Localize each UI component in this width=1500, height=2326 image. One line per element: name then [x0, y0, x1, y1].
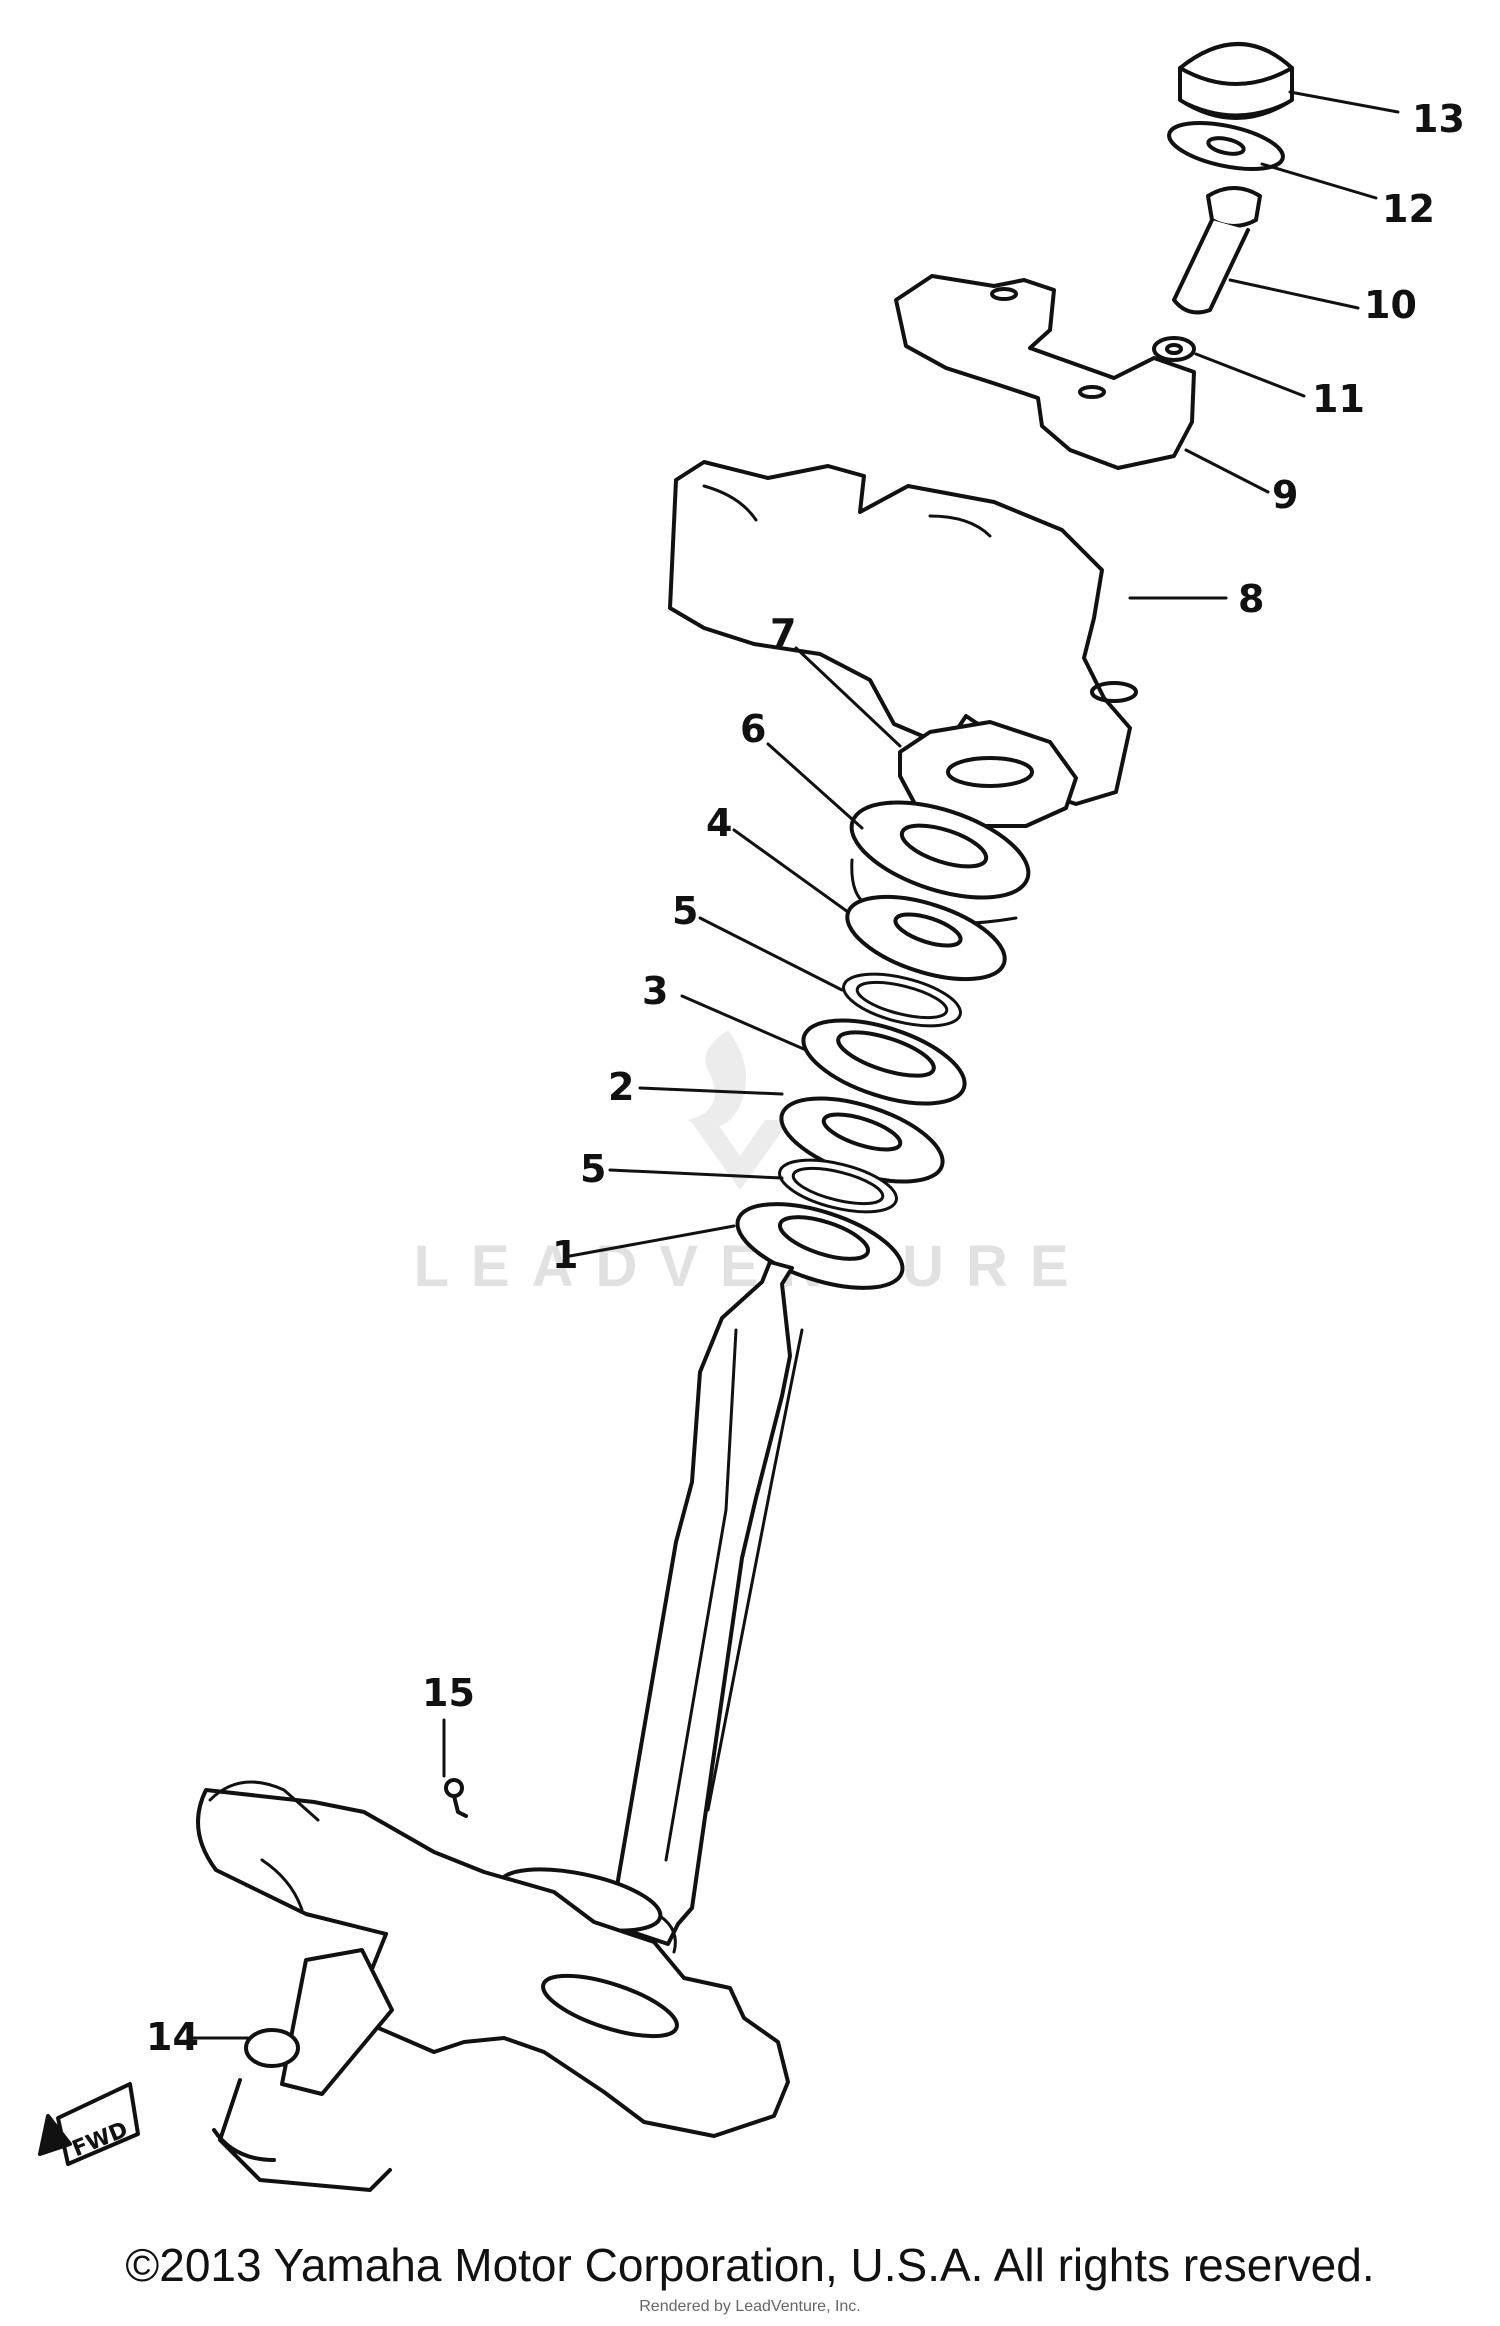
- part-1-seal: [735, 1202, 905, 1290]
- callout-5-upper: 5: [672, 889, 698, 933]
- part-15-grease-fitting: [444, 1778, 468, 1818]
- callout-1: 1: [552, 1233, 578, 1277]
- part-14-steering-lock: [212, 1948, 394, 2192]
- under-bracket: [196, 1780, 790, 2138]
- copyright-notice: ©2013 Yamaha Motor Corporation, U.S.A. A…: [125, 2239, 1375, 2291]
- callout-6: 6: [740, 707, 766, 751]
- callout-10: 10: [1364, 283, 1417, 327]
- callout-3: 3: [642, 969, 668, 1013]
- render-credit: Rendered by LeadVenture, Inc.: [639, 2298, 861, 2315]
- part-11-nut: [1152, 336, 1196, 362]
- callouts: 13 12 10 11 9 8 7 6 4 5 3 2 5 1 15 14: [146, 97, 1465, 2059]
- callout-12: 12: [1382, 187, 1435, 231]
- part-8-upper-bracket: [668, 460, 1138, 806]
- callout-8: 8: [1238, 577, 1264, 621]
- callout-15: 15: [422, 1671, 475, 1715]
- callout-4: 4: [706, 801, 732, 845]
- callout-5-lower: 5: [580, 1147, 606, 1191]
- callout-14: 14: [146, 2015, 199, 2059]
- callout-2: 2: [608, 1065, 634, 1109]
- callout-11: 11: [1312, 377, 1365, 421]
- steering-stem: [497, 1260, 804, 1946]
- part-3-race: [801, 1018, 967, 1106]
- part-13-cap-nut: [1178, 42, 1294, 120]
- leader-lines: [192, 90, 1400, 2040]
- part-12-washer: [1167, 121, 1285, 171]
- callout-7: 7: [770, 611, 796, 655]
- part-9-handlebar-holder: [894, 274, 1196, 470]
- callout-13: 13: [1412, 97, 1465, 141]
- part-7-ring-nut: [898, 720, 1078, 828]
- watermark: LEADVENTURE: [413, 1030, 1090, 1299]
- fwd-arrow-icon: FWD: [38, 2082, 140, 2166]
- callout-9: 9: [1272, 473, 1298, 517]
- part-5-ball-ring-upper: [842, 972, 962, 1028]
- watermark-text: LEADVENTURE: [413, 1234, 1090, 1299]
- part-5-ball-ring-lower: [778, 1158, 898, 1214]
- part-10-bolt: [1172, 186, 1262, 315]
